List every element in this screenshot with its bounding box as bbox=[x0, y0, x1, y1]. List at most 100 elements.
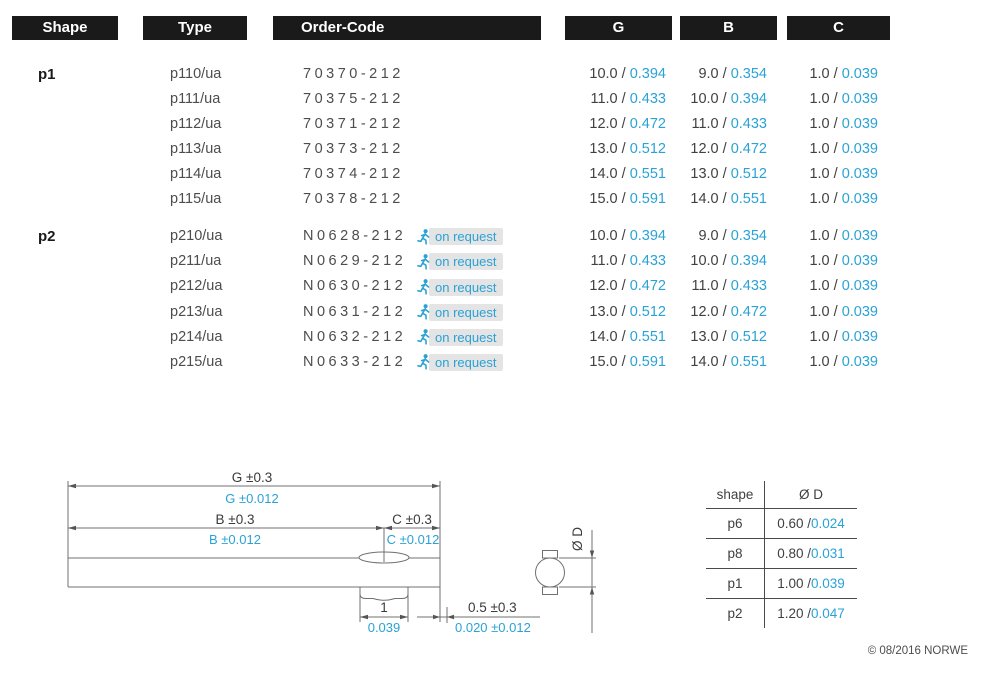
c-value-cell: 1.0 / 0.039 bbox=[787, 62, 878, 87]
diameter-table-header-shape: shape bbox=[706, 481, 765, 508]
mm-value: 1.0 / bbox=[809, 166, 842, 183]
g-value-cell: 12.0 / 0.472 bbox=[565, 112, 666, 137]
type-cell: p215/ua bbox=[170, 353, 223, 370]
shape-group-label: p2 bbox=[38, 228, 56, 246]
c-value-cell: 1.0 / 0.039 bbox=[787, 249, 878, 274]
inch-value: 0.394 bbox=[629, 66, 666, 82]
order-code-cell: 70378-212 bbox=[303, 191, 404, 208]
b-value-cell: 14.0 / 0.551 bbox=[680, 187, 767, 212]
c-value-cell: 1.0 / 0.039 bbox=[787, 224, 878, 249]
b-value-cell: 13.0 / 0.512 bbox=[680, 162, 767, 187]
g-value-cell: 10.0 / 0.394 bbox=[565, 224, 666, 249]
type-cell: p212/ua bbox=[170, 278, 223, 295]
mm-value: 1.0 / bbox=[809, 66, 842, 82]
inch-value: 0.472 bbox=[730, 141, 767, 158]
mm-value: 1.0 / bbox=[809, 328, 842, 345]
order-code-cell: N0628-212 bbox=[303, 228, 407, 245]
mm-value: 12.0 / bbox=[690, 303, 731, 320]
mm-value: 1.20 / bbox=[777, 606, 811, 621]
dim-c-inch-label: C ±0.012 bbox=[387, 532, 440, 547]
dim-bead-inch-label: 0.039 bbox=[368, 620, 401, 635]
type-cell: p115/ua bbox=[170, 191, 222, 208]
mm-value: 11.0 / bbox=[691, 116, 731, 133]
diameter-row-shape: p8 bbox=[706, 538, 765, 568]
column-header-c: C bbox=[787, 16, 890, 40]
inch-value: 0.433 bbox=[730, 278, 767, 295]
diameter-row-value: 0.80 / 0.031 bbox=[765, 538, 857, 568]
inch-value: 0.039 bbox=[841, 228, 878, 245]
c-value-cell: 1.0 / 0.039 bbox=[787, 274, 878, 299]
dim-c-mm-label: C ±0.3 bbox=[392, 512, 432, 527]
type-cell: p114/ua bbox=[170, 166, 222, 183]
shape-group-label: p1 bbox=[38, 66, 56, 83]
diameter-row-value: 0.60 / 0.024 bbox=[765, 508, 857, 538]
mm-value: 1.0 / bbox=[809, 141, 842, 158]
dim-b-mm-label: B ±0.3 bbox=[216, 512, 255, 527]
on-request-label: on request bbox=[429, 353, 504, 371]
type-cell: p211/ua bbox=[170, 253, 222, 270]
on-request-badge[interactable]: on request bbox=[417, 249, 504, 274]
dim-diameter-label: Ø D bbox=[570, 527, 585, 551]
c-value-cell: 1.0 / 0.039 bbox=[787, 137, 878, 162]
c-value-cell: 1.0 / 0.039 bbox=[787, 300, 878, 325]
order-code-cell: 70370-212 bbox=[303, 66, 404, 82]
on-request-badge[interactable]: on request bbox=[417, 274, 504, 299]
mm-value: 1.0 / bbox=[809, 191, 842, 208]
inch-value: 0.031 bbox=[810, 546, 845, 561]
inch-value: 0.039 bbox=[841, 191, 878, 208]
dim-b-inch-label: B ±0.012 bbox=[209, 532, 261, 547]
inch-value: 0.039 bbox=[841, 91, 878, 108]
mm-value: 14.0 / bbox=[690, 191, 731, 208]
on-request-badge[interactable]: on request bbox=[417, 224, 504, 249]
runner-icon bbox=[417, 329, 430, 345]
dim-g-mm-label: G ±0.3 bbox=[232, 470, 272, 485]
type-cell: p111/ua bbox=[170, 91, 221, 108]
mm-value: 9.0 / bbox=[698, 66, 731, 82]
mm-value: 11.0 / bbox=[590, 91, 630, 108]
diameter-row-value: 1.00 / 0.039 bbox=[765, 568, 857, 598]
order-code-cell: N0633-212 bbox=[303, 353, 407, 370]
inch-value: 0.433 bbox=[629, 91, 666, 108]
inch-value: 0.039 bbox=[841, 141, 878, 158]
diameter-row-value: 1.20 / 0.047 bbox=[765, 598, 857, 628]
mm-value: 14.0 / bbox=[589, 166, 630, 183]
b-value-cell: 9.0 / 0.354 bbox=[680, 224, 767, 249]
inch-value: 0.512 bbox=[730, 328, 767, 345]
inch-value: 0.591 bbox=[629, 353, 666, 370]
on-request-badge[interactable]: on request bbox=[417, 350, 504, 375]
mm-value: 14.0 / bbox=[690, 353, 731, 370]
mm-value: 1.00 / bbox=[777, 576, 811, 591]
mm-value: 12.0 / bbox=[690, 141, 731, 158]
order-code-cell: 70371-212 bbox=[303, 116, 404, 133]
column-header-type: Type bbox=[143, 16, 247, 40]
mm-value: 15.0 / bbox=[589, 191, 630, 208]
mm-value: 11.0 / bbox=[590, 253, 630, 270]
mm-value: 1.0 / bbox=[809, 353, 842, 370]
b-value-cell: 14.0 / 0.551 bbox=[680, 350, 767, 375]
inch-value: 0.039 bbox=[841, 66, 878, 82]
b-value-cell: 12.0 / 0.472 bbox=[680, 300, 767, 325]
c-value-cell: 1.0 / 0.039 bbox=[787, 162, 878, 187]
inch-value: 0.024 bbox=[810, 516, 845, 531]
b-value-cell: 9.0 / 0.354 bbox=[680, 62, 767, 87]
g-value-cell: 11.0 / 0.433 bbox=[565, 87, 666, 112]
runner-icon bbox=[417, 279, 430, 295]
diameter-row-shape: p6 bbox=[706, 508, 765, 538]
b-value-cell: 10.0 / 0.394 bbox=[680, 87, 767, 112]
g-value-cell: 15.0 / 0.591 bbox=[565, 187, 666, 212]
order-code-cell: N0629-212 bbox=[303, 253, 407, 270]
mm-value: 14.0 / bbox=[589, 328, 630, 345]
runner-icon bbox=[417, 304, 430, 320]
on-request-badge[interactable]: on request bbox=[417, 300, 504, 325]
on-request-badge[interactable]: on request bbox=[417, 325, 504, 350]
g-value-cell: 14.0 / 0.551 bbox=[565, 325, 666, 350]
mm-value: 10.0 / bbox=[589, 66, 630, 82]
diameter-row-shape: p1 bbox=[706, 568, 765, 598]
